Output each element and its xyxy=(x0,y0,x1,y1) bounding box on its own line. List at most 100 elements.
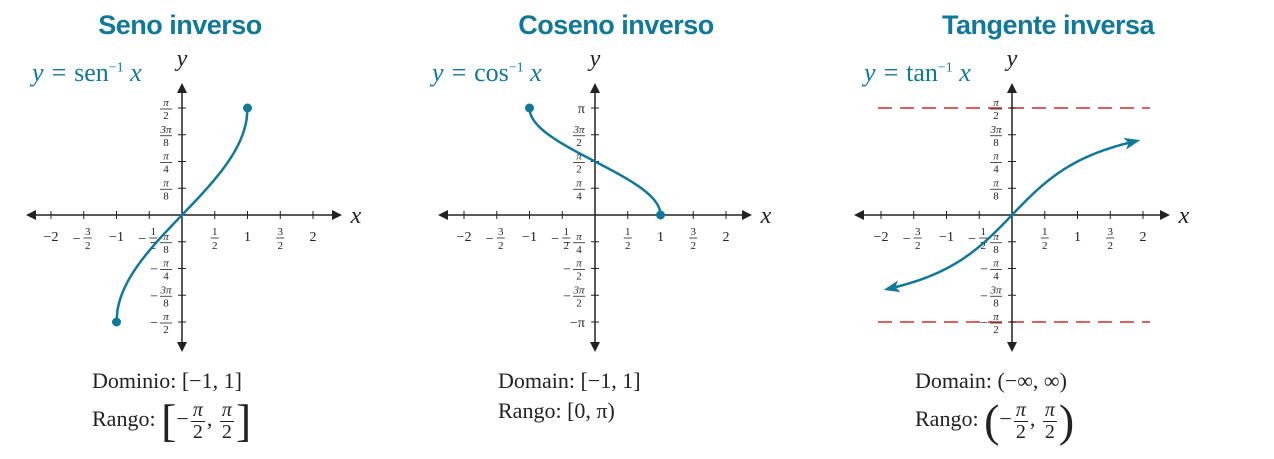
x-axis-label: x xyxy=(760,203,772,229)
y-tick-numerator: 3π xyxy=(572,124,585,136)
x-tick-numerator: 1 xyxy=(151,226,157,238)
equation-function: tan xyxy=(906,58,938,87)
equation-argument: x xyxy=(530,58,542,87)
x-tick-denominator: 2 xyxy=(498,240,504,252)
x-tick-sign: − xyxy=(551,232,559,247)
x-axis-label: x xyxy=(350,203,362,229)
fraction-denominator: 2 xyxy=(1044,420,1055,443)
fraction-numerator: π xyxy=(1013,398,1028,422)
y-tick-denominator: 8 xyxy=(993,244,999,256)
equation-function: sen xyxy=(74,58,109,87)
y-tick-numerator: π xyxy=(993,151,999,163)
domain-value: [−1, 1] xyxy=(181,368,242,393)
x-tick-denominator: 2 xyxy=(691,240,697,252)
x-tick-denominator: 2 xyxy=(278,240,284,252)
x-tick-denominator: 2 xyxy=(1108,240,1114,252)
range-label: Rango: xyxy=(92,406,156,432)
range-close-bracket: ] xyxy=(235,395,252,446)
equation-argument: x xyxy=(959,58,971,87)
fraction-denominator: 2 xyxy=(192,420,203,443)
range-text: Rango: [0, π) xyxy=(498,398,615,424)
chart-title: Seno inverso xyxy=(98,10,262,40)
x-tick-label: 2 xyxy=(310,230,317,245)
y-tick-numerator: π xyxy=(163,177,169,189)
x-tick-numerator: 1 xyxy=(981,226,987,238)
x-tick-denominator: 2 xyxy=(625,240,631,252)
y-tick-denominator: 8 xyxy=(993,137,999,149)
x-tick-sign: − xyxy=(138,232,146,247)
x-tick-denominator: 2 xyxy=(1042,240,1048,252)
y-tick-numerator: π xyxy=(576,177,582,189)
equation-superscript: −1 xyxy=(937,60,953,76)
y-tick-sign: − xyxy=(980,316,988,331)
fraction-denominator: 2 xyxy=(221,420,232,443)
y-tick-denominator: 2 xyxy=(576,164,582,176)
curve-acos xyxy=(528,107,662,216)
x-tick-denominator: 2 xyxy=(85,240,91,252)
x-tick-numerator: 1 xyxy=(212,226,218,238)
x-tick-numerator: 3 xyxy=(691,226,697,238)
y-tick-denominator: 8 xyxy=(993,297,999,309)
x-tick-numerator: 3 xyxy=(85,226,91,238)
equation-lhs: y = xyxy=(432,58,468,87)
y-tick-numerator: π xyxy=(993,97,999,109)
x-tick-numerator: 1 xyxy=(1042,226,1048,238)
y-tick-sign: − xyxy=(150,289,158,304)
y-tick-sign: − xyxy=(150,263,158,278)
curve-start-arrowhead xyxy=(883,280,901,293)
y-tick-numerator: π xyxy=(993,311,999,323)
fraction-numerator: π xyxy=(190,398,205,422)
range-separator: , xyxy=(206,406,213,432)
y-tick-numerator: π xyxy=(576,258,582,270)
x-tick-sign: − xyxy=(968,232,976,247)
x-tick-sign: − xyxy=(486,232,494,247)
curve-endpoint xyxy=(656,210,665,220)
x-tick-label: −1 xyxy=(109,230,124,245)
curve-endpoint xyxy=(243,103,252,113)
x-tick-denominator: 2 xyxy=(915,240,921,252)
equation-lhs: y = xyxy=(864,58,900,87)
x-tick-sign: − xyxy=(73,232,81,247)
equation-label: y = sen−1 x xyxy=(32,58,142,88)
range-close-bracket: ) xyxy=(1058,395,1075,446)
equation-superscript: −1 xyxy=(108,60,124,76)
x-tick-denominator: 2 xyxy=(564,240,570,252)
y-tick-denominator: 2 xyxy=(163,324,169,336)
y-tick-denominator: 4 xyxy=(576,190,582,202)
x-axis-label: x xyxy=(1178,203,1190,229)
x-tick-label: 2 xyxy=(723,230,730,245)
y-tick-denominator: 4 xyxy=(163,164,169,176)
curve-endpoint xyxy=(525,103,534,113)
x-tick-label: 2 xyxy=(1140,230,1147,245)
range-sign: − xyxy=(176,406,189,432)
x-tick-sign: − xyxy=(903,232,911,247)
y-tick-label: −π xyxy=(570,316,585,331)
x-tick-label: 1 xyxy=(244,230,251,245)
y-tick-denominator: 8 xyxy=(163,137,169,149)
x-tick-numerator: 1 xyxy=(564,226,570,238)
x-tick-label: −2 xyxy=(874,230,889,245)
y-tick-numerator: π xyxy=(163,97,169,109)
fraction-numerator: π xyxy=(1042,398,1057,422)
y-tick-label: π xyxy=(578,102,585,117)
x-tick-label: 1 xyxy=(657,230,664,245)
y-tick-numerator: π xyxy=(993,177,999,189)
domain-label: Domain: xyxy=(498,368,575,393)
range-label: Rango: xyxy=(915,406,979,432)
domain-text: Domain: [−1, 1] xyxy=(498,368,641,394)
y-tick-numerator: π xyxy=(576,231,582,243)
curve-endpoint xyxy=(112,317,121,327)
y-tick-numerator: π xyxy=(576,151,582,163)
curve-atan xyxy=(887,137,1141,291)
chart-title: Tangente inversa xyxy=(941,10,1155,40)
equation-function: cos xyxy=(474,58,509,87)
curve-asin xyxy=(115,107,249,323)
